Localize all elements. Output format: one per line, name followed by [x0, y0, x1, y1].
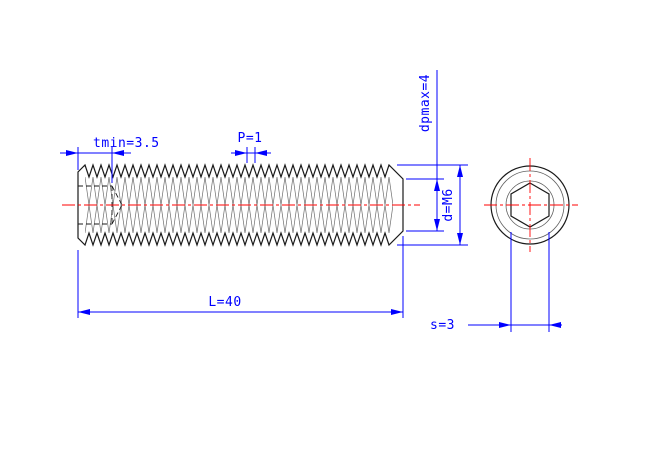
dim-label-dpmax: dpmax=4 [418, 74, 433, 132]
dim-label-diameter: d=M6 [441, 188, 456, 221]
side-view [62, 163, 420, 247]
dimension-pitch: P=1 [231, 131, 271, 163]
screw-outline [77, 163, 404, 247]
dim-label-socket: s=3 [430, 318, 455, 333]
end-view [484, 158, 578, 252]
dim-label-tmin: tmin=3.5 [93, 136, 160, 151]
dimension-length: L=40 [77, 236, 404, 318]
dimension-dpmax: dpmax=4 [406, 70, 444, 232]
dimension-socket: s=3 [430, 232, 562, 333]
dimension-diameter: d=M6 [397, 164, 468, 246]
dim-label-pitch: P=1 [238, 131, 263, 146]
dim-label-length: L=40 [208, 295, 241, 310]
dimension-tmin: tmin=3.5 [60, 136, 160, 183]
